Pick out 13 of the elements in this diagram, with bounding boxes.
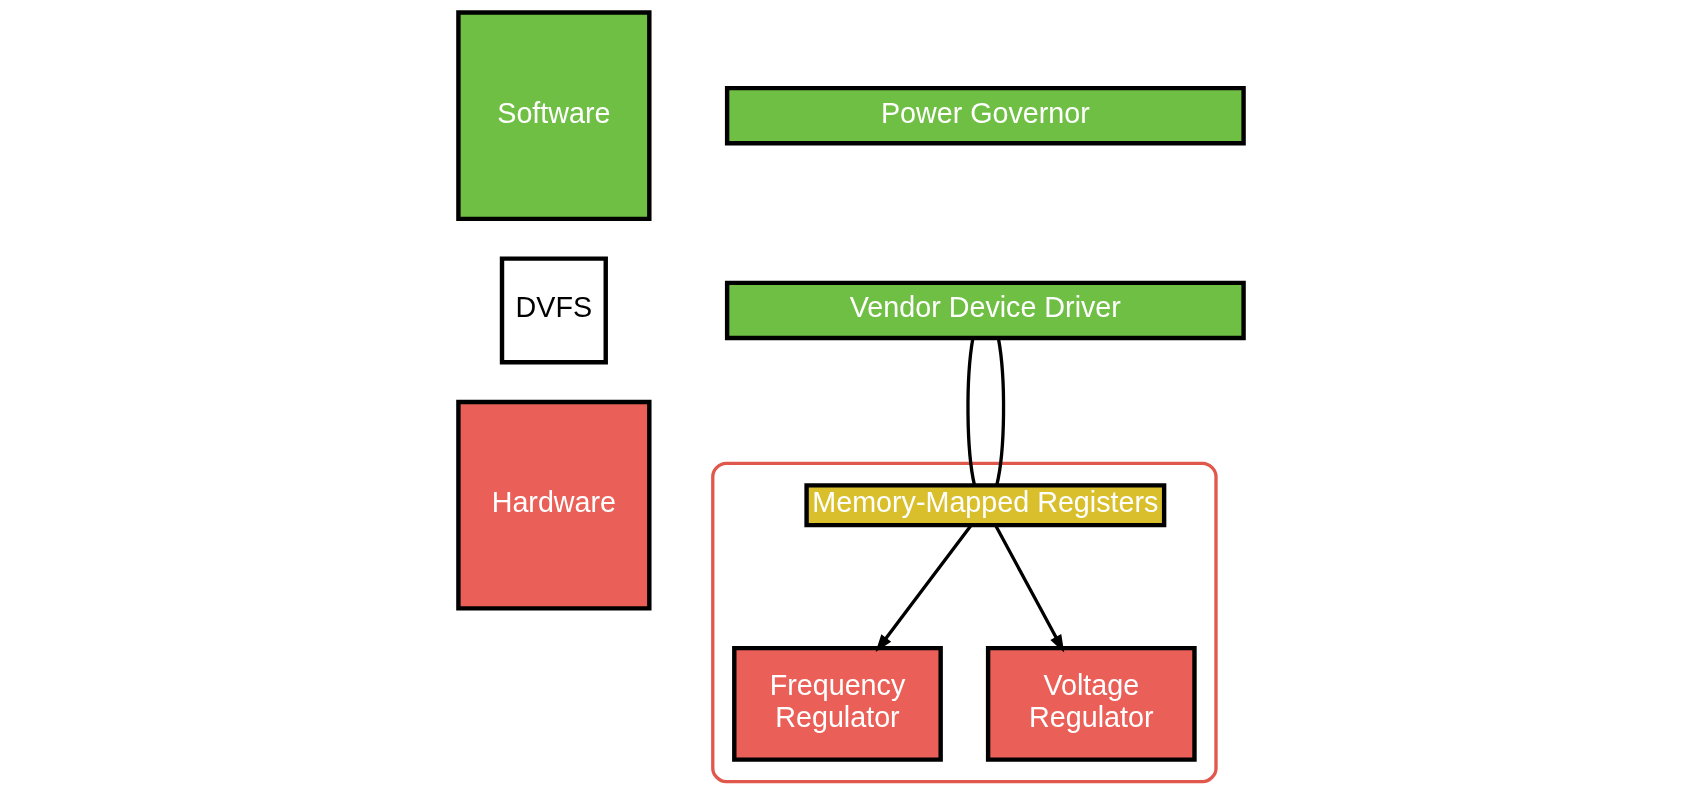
node-box: Vendor Device Driver bbox=[724, 280, 1246, 341]
node-box: Software bbox=[455, 10, 652, 222]
connector bbox=[965, 338, 976, 486]
arrow bbox=[993, 524, 1064, 653]
node-box: Power Governor bbox=[724, 85, 1246, 146]
arrow bbox=[875, 524, 972, 653]
cluster bbox=[710, 461, 1218, 784]
node-box: DVFS bbox=[499, 256, 608, 365]
node-box: Hardware bbox=[455, 399, 652, 611]
node-box: Frequency Regulator bbox=[731, 645, 943, 762]
node-box: Memory-Mapped Registers bbox=[803, 483, 1166, 528]
node-box: Voltage Regulator bbox=[985, 645, 1197, 762]
connector bbox=[994, 338, 1005, 486]
